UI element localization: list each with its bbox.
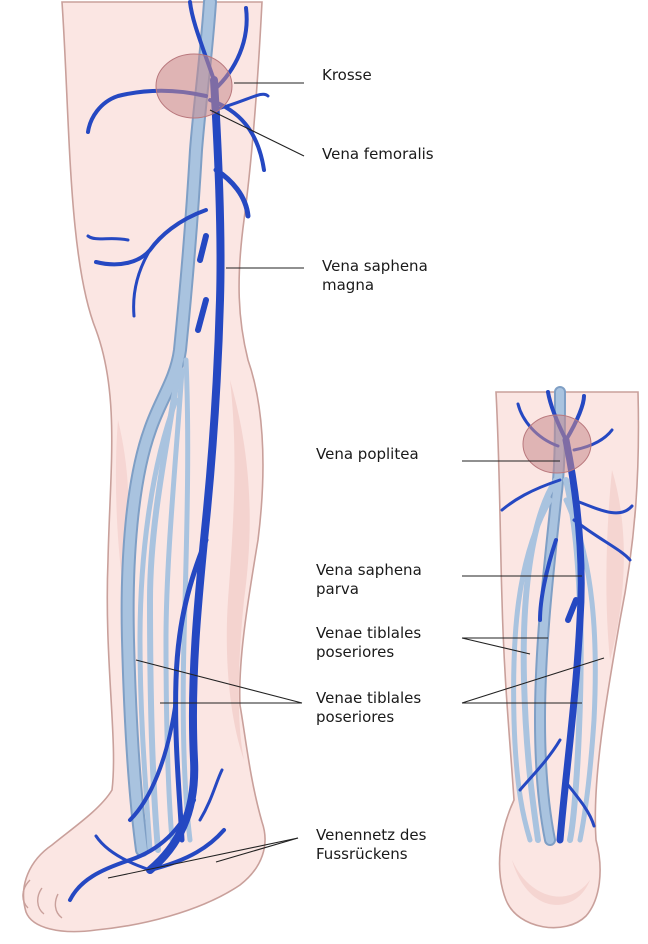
vena-saphena-magna-label: Vena saphena magna (322, 257, 428, 295)
poplitea-highlight (523, 415, 591, 473)
back-leg-skin (496, 392, 638, 928)
venae-tiblales-1-line-2: poseriores (316, 643, 421, 662)
vena-poplitea-label-line-1: Vena poplitea (316, 445, 419, 464)
vena-saphena-parva-line-2: parva (316, 580, 422, 599)
krosse-label-line-1: Krosse (322, 66, 372, 85)
venennetz-label-line-1: Venennetz des (316, 826, 426, 845)
krosse-label: Krosse (322, 66, 372, 85)
vena-poplitea-label: Vena poplitea (316, 445, 419, 464)
krosse-highlight (156, 54, 232, 118)
venennetz-label: Venennetz des Fussrückens (316, 826, 426, 864)
venennetz-label-line-2: Fussrückens (316, 845, 426, 864)
front-leg (23, 2, 268, 932)
venae-tiblales-2-line-2: poseriores (316, 708, 421, 727)
venae-tiblales-label-2: Venae tiblales poseriores (316, 689, 421, 727)
vena-saphena-parva-label: Vena saphena parva (316, 561, 422, 599)
vena-femoralis-label-line-1: Vena femoralis (322, 145, 434, 164)
back-leg (496, 392, 638, 928)
vena-femoralis-label: Vena femoralis (322, 145, 434, 164)
vena-saphena-parva-line-1: Vena saphena (316, 561, 422, 580)
venae-tiblales-2-line-1: Venae tiblales (316, 689, 421, 708)
vena-saphena-magna-line-1: Vena saphena (322, 257, 428, 276)
venae-tiblales-1-line-1: Venae tiblales (316, 624, 421, 643)
venae-tiblales-label-1: Venae tiblales poseriores (316, 624, 421, 662)
vena-saphena-magna-line-2: magna (322, 276, 428, 295)
